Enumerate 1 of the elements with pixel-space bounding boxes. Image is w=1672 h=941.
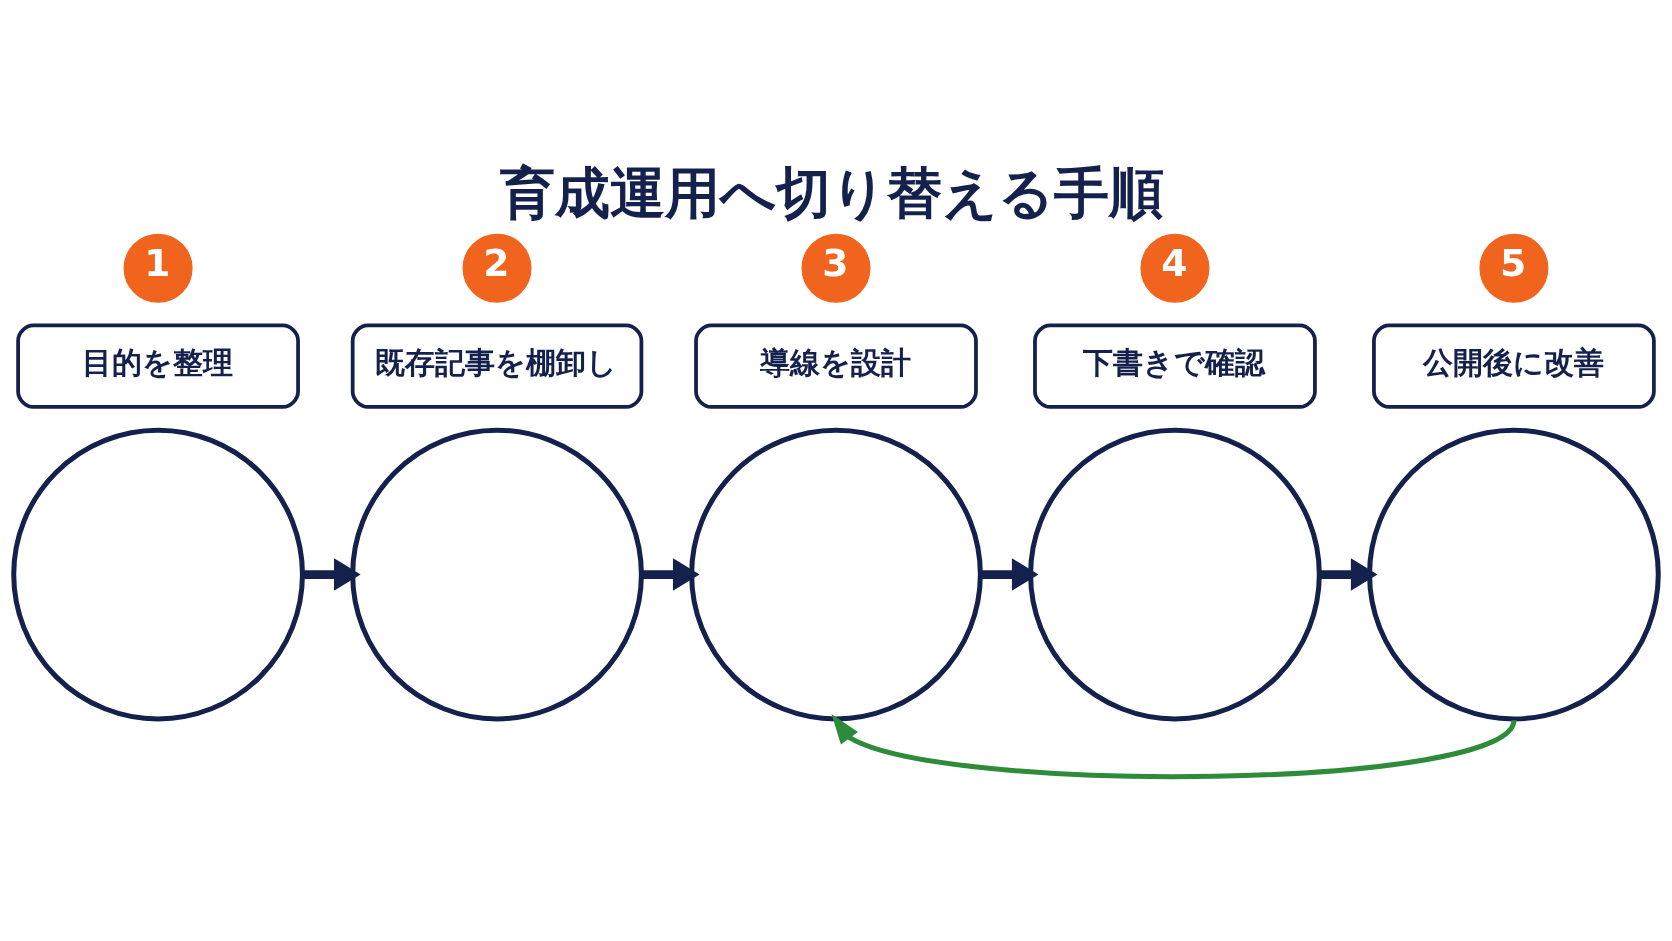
diagram-title: 育成運用へ切り替える手順 [500, 160, 1165, 225]
